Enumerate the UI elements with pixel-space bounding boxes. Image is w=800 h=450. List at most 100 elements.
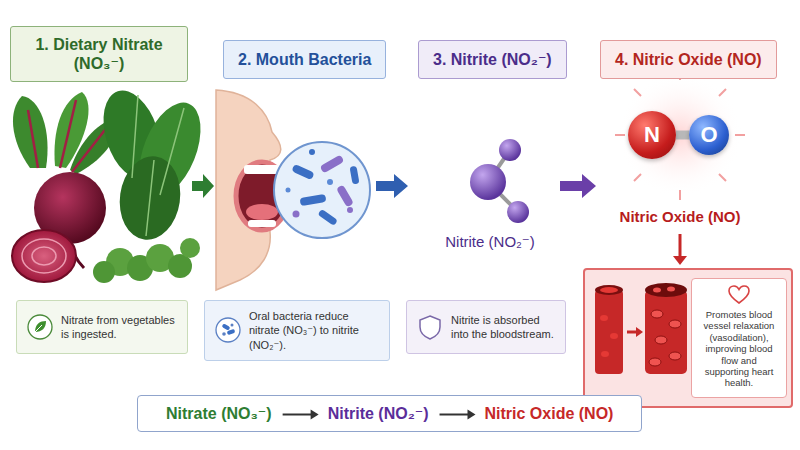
arrow-head: [311, 410, 319, 420]
bacteria-icon: [227, 329, 236, 335]
nitrogen-atom: N: [628, 111, 676, 159]
node-text: Promotes blood vessel relaxation (vasodi…: [698, 309, 780, 389]
blood-vessel: [653, 288, 661, 293]
nitrite-molecule: [470, 164, 506, 200]
node-text: Nitrite is absorbed into the bloodstream…: [451, 313, 557, 342]
step-header: 3. Nitrite (NO₂⁻): [418, 40, 567, 79]
bacteria-magnifier: [320, 155, 345, 174]
face: [244, 165, 280, 174]
blood-vessel: [600, 315, 608, 321]
node-text: Nitrate from vegetables is ingested.: [61, 313, 179, 342]
nitric-oxide-glow: [615, 70, 745, 200]
bacteria-icon: [216, 318, 240, 342]
shield-icon: [420, 316, 440, 339]
blood-vessel: [645, 283, 687, 297]
node-text: Oral bacteria reduce nitrate (NO₃⁻) to n…: [249, 309, 381, 352]
blood-vessel: [645, 290, 687, 374]
arrow-head: [468, 410, 476, 420]
nitrite-molecule: [470, 139, 529, 223]
leaf-icon: [27, 314, 53, 340]
bacteria-magnifier: [293, 211, 300, 218]
bacteria-magnifier: [347, 207, 353, 213]
bacteria-magnifier: [336, 184, 354, 207]
bacteria-magnifier: [274, 142, 370, 238]
beet-greens: [13, 96, 48, 168]
leaf-icon: [35, 325, 42, 332]
molecule-label: Nitrite (NO₂⁻): [445, 233, 535, 251]
bacteria-icon: [222, 324, 231, 331]
bacteria-magnifier: [291, 164, 314, 181]
blood-vessel: [649, 358, 661, 366]
nitric-oxide-glow: [615, 70, 745, 200]
atom-symbol: O: [700, 122, 717, 148]
bacteria-magnifier: [274, 142, 370, 238]
bacteria-icon: [215, 317, 241, 343]
bacteria-magnifier: [349, 166, 359, 185]
beet-greens: [28, 100, 108, 172]
down-arrow: [673, 234, 687, 265]
blood-vessel: [595, 285, 623, 295]
description-box: Nitrate from vegetables is ingested.: [16, 300, 188, 354]
flow-arrow: [192, 174, 214, 198]
oxygen-atom: O: [689, 115, 729, 155]
description-box: Nitrite is absorbed into the bloodstream…: [406, 300, 566, 354]
nitrite-molecule: [499, 139, 521, 161]
effect-panel: Promotes blood vessel relaxation (vasodi…: [583, 268, 793, 408]
step-header: 4. Nitric Oxide (NO): [600, 40, 777, 79]
bacteria-magnifier: [327, 179, 333, 185]
beetroot: [12, 230, 76, 282]
molecule-label: Nitric Oxide (NO): [620, 208, 741, 225]
blood-vessel: [669, 352, 681, 360]
bacteria-magnifier: [309, 149, 315, 155]
down-arrow: [679, 234, 682, 257]
blood-vessel: [636, 327, 643, 337]
down-arrow: [673, 256, 687, 265]
bacteria-magnifier: [286, 188, 291, 193]
blood-vessel: [655, 336, 667, 344]
bond-line: [676, 131, 689, 140]
step-title: 2. Mouth Bacteria: [238, 50, 371, 69]
blood-vessel: [600, 287, 618, 293]
blood-vessel: [627, 331, 637, 334]
step-title: 1. Dietary Nitrate (NO₃⁻): [19, 35, 179, 73]
beetroot: [22, 239, 66, 273]
arugula-leaves: [93, 261, 115, 283]
blood-vessel: [667, 287, 675, 292]
node-text: Nitrate (NO₃⁻): [166, 404, 272, 423]
heart-icon: [729, 286, 749, 303]
step-header: 1. Dietary Nitrate (NO₃⁻): [10, 26, 188, 82]
text-card: Promotes blood vessel relaxation (vasodi…: [691, 278, 787, 398]
flow-arrow: [440, 414, 469, 416]
arugula-leaves: [93, 238, 200, 283]
bacteria-icon: [231, 324, 234, 327]
heart-icon: [728, 285, 750, 305]
shield-icon: [417, 314, 443, 340]
leaf-icon: [28, 315, 52, 339]
bacteria-magnifier: [318, 209, 338, 226]
flow-arrow: [283, 414, 312, 416]
atom-symbol: N: [644, 122, 660, 148]
blood-vessel: [595, 290, 623, 374]
blood-vessel: [669, 320, 681, 328]
blood-vessel: [610, 333, 618, 339]
step-header: 2. Mouth Bacteria: [223, 40, 386, 79]
beetroot: [32, 247, 56, 265]
summary-bar: Nitrate (NO₃⁻) Nitrite (NO₂⁻) Nitric Oxide…: [137, 395, 642, 432]
nitrite-molecule: [507, 201, 529, 223]
node-text: Nitric Oxide (NO): [485, 405, 614, 423]
blood-vessel: [601, 351, 609, 357]
blood-vessel: [589, 278, 689, 378]
step-title: 3. Nitrite (NO₂⁻): [433, 50, 552, 69]
spinach-leaves: [93, 83, 213, 244]
beet-greens: [13, 92, 118, 174]
arugula-leaves: [180, 238, 200, 258]
blood-vessel: [651, 310, 663, 318]
flow-arrow: [376, 174, 408, 198]
node-text: Nitrite (NO₂⁻): [328, 404, 429, 423]
beetroot: [12, 172, 106, 282]
flow-arrow: [560, 174, 596, 198]
step-title: 4. Nitric Oxide (NO): [615, 50, 762, 69]
spinach-leaves: [132, 95, 184, 236]
face: [248, 220, 276, 227]
